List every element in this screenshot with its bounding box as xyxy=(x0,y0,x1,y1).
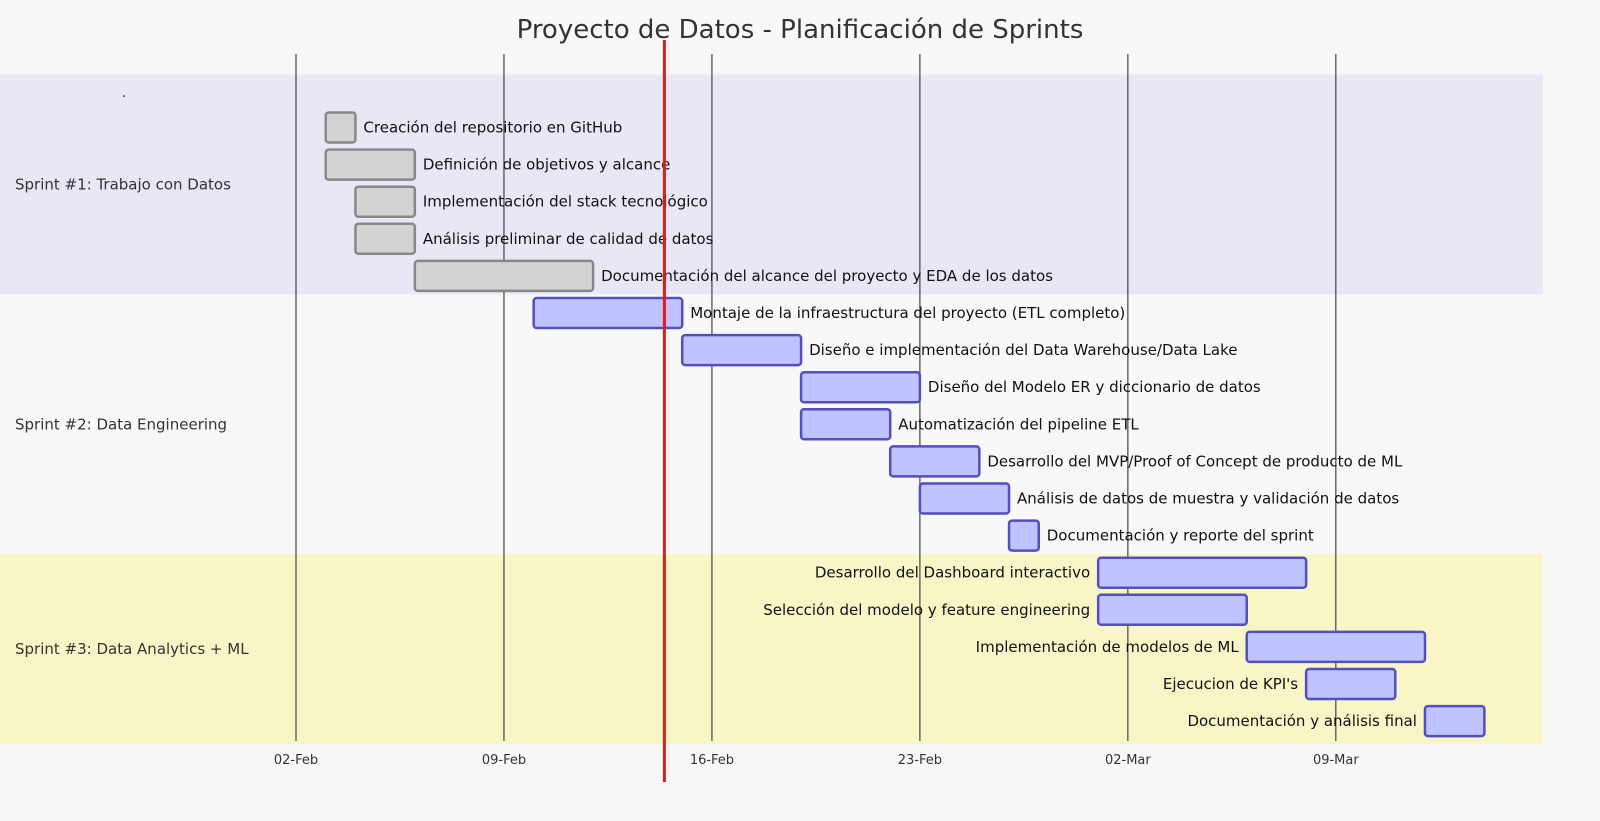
task-label: Desarrollo del Dashboard interactivo xyxy=(815,564,1090,582)
task-label: Documentación del alcance del proyecto y… xyxy=(601,267,1053,285)
section-band xyxy=(0,74,1543,295)
task-bar xyxy=(1007,519,1040,552)
task-bar xyxy=(799,408,892,441)
marker-text: . xyxy=(122,85,126,101)
task-bar xyxy=(324,111,357,144)
x-tick-label: 02-Mar xyxy=(1105,753,1151,768)
task-bar xyxy=(354,222,417,256)
task-label: Análisis de datos de muestra y validació… xyxy=(1017,490,1399,508)
task-bar xyxy=(324,148,417,181)
x-tick-label: 02-Feb xyxy=(274,753,318,768)
task-bar xyxy=(1423,704,1486,738)
task-bar xyxy=(413,259,595,293)
task-label: Diseño e implementación del Data Warehou… xyxy=(809,341,1237,359)
task-bar xyxy=(1304,667,1397,701)
task-label: Documentación y análisis final xyxy=(1187,712,1417,730)
task-bar xyxy=(799,370,922,404)
task-label: Montaje de la infraestructura del proyec… xyxy=(690,304,1125,322)
task-bar xyxy=(918,482,1011,515)
task-bar xyxy=(354,185,417,218)
task-bar xyxy=(1096,593,1248,627)
chart-title: Proyecto de Datos - Planificación de Spr… xyxy=(517,15,1084,45)
task-bar xyxy=(1245,630,1427,664)
x-axis: 02-Feb 09-Feb 16-Feb 23-Feb 02-Mar 09-Mar xyxy=(274,753,1360,768)
x-tick-label: 23-Feb xyxy=(898,753,942,768)
task-label: Documentación y reporte del sprint xyxy=(1047,527,1314,545)
task-label: Diseño del Modelo ER y diccionario de da… xyxy=(928,378,1261,396)
task-labels: Creación del repositorio en GitHubDefini… xyxy=(363,119,1417,731)
task-label: Automatización del pipeline ETL xyxy=(898,415,1139,433)
task-label: Creación del repositorio en GitHub xyxy=(363,119,622,137)
section-label: Sprint #3: Data Analytics + ML xyxy=(15,640,249,658)
x-tick-label: 09-Feb xyxy=(482,753,526,768)
task-label: Implementación del stack tecnológico xyxy=(423,193,708,211)
task-bar xyxy=(532,296,684,330)
task-bar xyxy=(680,333,803,367)
section-label: Sprint #1: Trabajo con Datos xyxy=(15,175,231,193)
x-tick-label: 09-Mar xyxy=(1313,753,1359,768)
task-bar xyxy=(888,445,981,478)
task-label: Desarrollo del MVP/Proof of Concept de p… xyxy=(987,452,1403,470)
task-bar xyxy=(1096,556,1308,589)
task-label: Ejecucion de KPI's xyxy=(1163,675,1298,693)
task-label: Selección del modelo y feature engineeri… xyxy=(763,601,1090,619)
task-label: Definición de objetivos y alcance xyxy=(423,156,670,174)
task-label: Implementación de modelos de ML xyxy=(976,638,1240,656)
section-band xyxy=(0,294,1543,555)
x-tick-label: 16-Feb xyxy=(690,753,734,768)
task-label: Análisis preliminar de calidad de datos xyxy=(423,230,714,248)
section-label: Sprint #2: Data Engineering xyxy=(15,415,227,433)
task-bars xyxy=(324,111,1486,738)
